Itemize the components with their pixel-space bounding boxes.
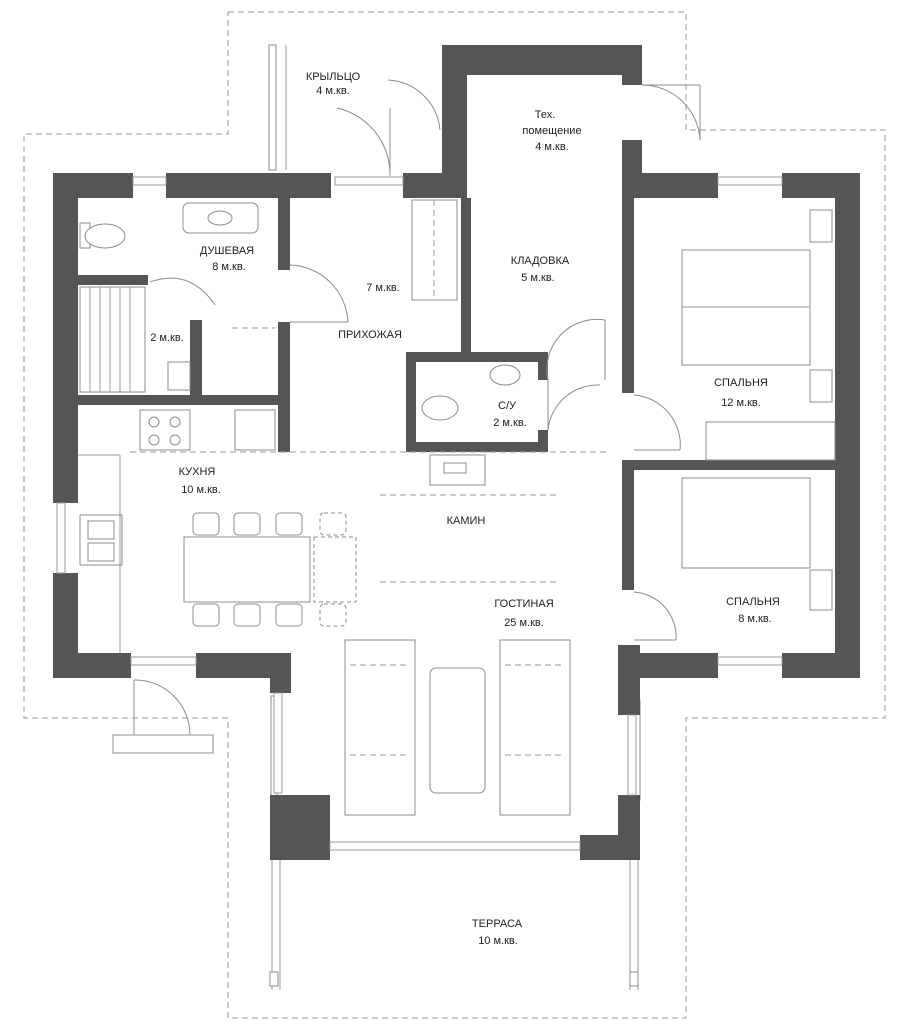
label-shower-area: 8 м.кв.	[212, 261, 246, 273]
label-kitchen-area: 10 м.кв.	[181, 484, 221, 496]
label-kitchen-name: КУХНЯ	[179, 466, 216, 478]
label-tech-area: 4 м.кв.	[535, 141, 569, 153]
label-terrace-name: ТЕРРАСА	[472, 918, 523, 930]
label-tech-name-2: помещение	[522, 125, 581, 137]
label-terrace-area: 10 м.кв.	[478, 935, 518, 947]
label-tech-name-1: Тех.	[535, 109, 556, 121]
label-living-area: 25 м.кв.	[504, 617, 544, 629]
label-sauna-area: 2 м.кв.	[150, 332, 184, 344]
label-hall-area: 7 м.кв.	[366, 282, 400, 294]
label-storage-area: 5 м.кв.	[521, 272, 555, 284]
label-bedroom1-area: 12 м.кв.	[721, 397, 761, 409]
label-porch-area: 4 м.кв.	[316, 85, 350, 97]
label-shower-name: ДУШЕВАЯ	[200, 245, 254, 257]
label-bedroom2-name: СПАЛЬНЯ	[726, 596, 780, 608]
label-bedroom2-area: 8 м.кв.	[738, 613, 772, 625]
walls	[53, 45, 860, 860]
label-wc-name: С/У	[498, 400, 517, 412]
label-living-name: ГОСТИНАЯ	[494, 598, 553, 610]
doors	[112, 79, 701, 754]
furniture	[78, 199, 836, 816]
label-storage-name: КЛАДОВКА	[511, 255, 570, 267]
label-porch-name: КРЫЛЬЦО	[306, 71, 361, 83]
label-hall-name: ПРИХОЖАЯ	[338, 329, 402, 341]
windows	[56, 176, 783, 851]
label-fireplace-name: КАМИН	[447, 515, 486, 527]
label-wc-area: 2 м.кв.	[493, 417, 527, 429]
terrace-outline	[269, 860, 639, 990]
label-bedroom1-name: СПАЛЬНЯ	[714, 377, 768, 389]
roof-outline	[23, 11, 886, 1019]
room-labels: КРЫЛЬЦО 4 м.кв. Тех. помещение 4 м.кв. Д…	[150, 71, 780, 947]
